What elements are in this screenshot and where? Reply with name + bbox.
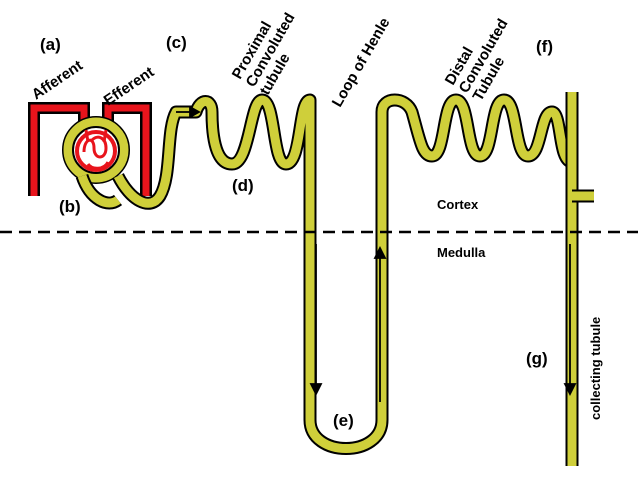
pct-flow-arrow	[176, 105, 201, 119]
label-f: (f)	[536, 37, 553, 56]
capsule-inner-edge	[72, 126, 120, 174]
distal-tubule-label: Distal Convoluted Tubule	[442, 16, 512, 104]
label-e: (e)	[333, 411, 354, 430]
label-a: (a)	[40, 35, 61, 54]
collecting-duct	[565, 92, 594, 466]
glomerulus	[75, 129, 117, 172]
cortex-label: Cortex	[437, 197, 479, 212]
label-d: (d)	[232, 176, 254, 195]
proximal-tubule-label: Proximal Convoluted tubule	[229, 10, 299, 98]
bowmans-capsule	[62, 116, 130, 184]
capsule-wall	[63, 117, 129, 183]
ascending-limb-arrow	[373, 245, 387, 402]
label-g: (g)	[526, 349, 548, 368]
flow-arrows	[176, 105, 577, 402]
nephron-tubule-outline	[112, 93, 575, 455]
label-b: (b)	[59, 197, 81, 216]
capsule-outflow	[77, 174, 121, 208]
collecting-tubule-label: collecting tubule	[588, 317, 603, 420]
descending-limb-arrow	[309, 244, 323, 397]
nephron-tubule	[113, 95, 574, 453]
afferent-label: Afferent	[29, 57, 86, 103]
collecting-duct-arrow	[563, 244, 577, 397]
loop-of-henle-label: Loop of Henle	[329, 15, 394, 110]
medulla-label: Medulla	[437, 245, 486, 260]
label-c: (c)	[166, 33, 187, 52]
